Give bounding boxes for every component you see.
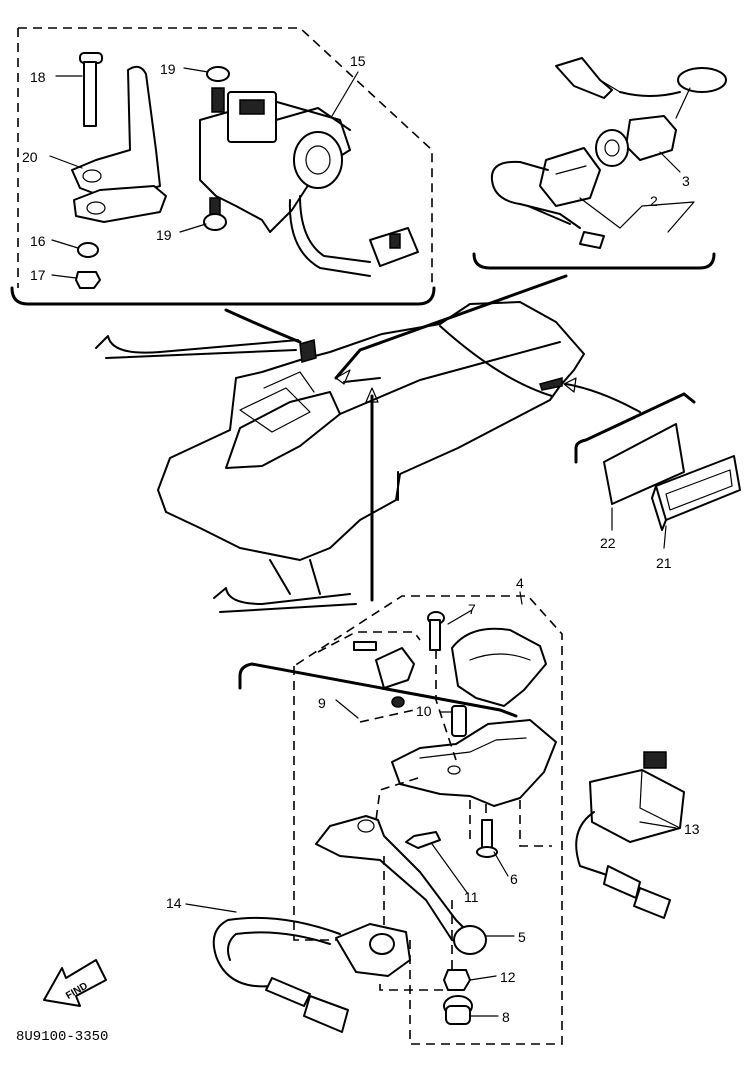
nut-12 [443, 969, 471, 991]
nut-17 [75, 271, 101, 289]
callout-6: 6 [510, 871, 518, 887]
bolt-7 [427, 611, 445, 651]
washer-16 [77, 242, 99, 258]
throttle-switch-group [10, 27, 436, 306]
sensor-13 [575, 751, 685, 919]
callout-17: 17 [30, 267, 46, 283]
throttle-switch-housing [199, 91, 419, 277]
bracket-20 [71, 65, 167, 223]
grommet-19-top [206, 66, 230, 113]
throttle-lever-group [185, 591, 685, 1045]
callout-11: 11 [464, 889, 479, 905]
callout-7: 7 [468, 601, 476, 617]
callout-3: 3 [682, 173, 690, 189]
snowmobile-body [95, 301, 585, 613]
routing-lines [224, 274, 641, 602]
screw-6 [476, 819, 498, 858]
callout-21: 21 [656, 555, 672, 571]
callout-8: 8 [502, 1009, 510, 1025]
callout-13: 13 [684, 821, 700, 837]
main-switch-group [472, 57, 727, 270]
throttle-sensor-14 [212, 916, 411, 1033]
bolt-11 [405, 831, 441, 849]
callout-9: 9 [318, 695, 326, 711]
throttle-housing [391, 719, 557, 807]
callout-22: 22 [600, 535, 616, 551]
callout-19-bottom: 19 [156, 227, 172, 243]
callout-12: 12 [500, 969, 516, 985]
callout-14: 14 [166, 895, 182, 911]
reflector-21 [651, 455, 741, 531]
grommet-19-bottom [203, 197, 227, 231]
decal-group [574, 392, 741, 549]
callout-2: 2 [650, 193, 658, 209]
callout-19-top: 19 [160, 61, 176, 77]
callout-4: 4 [516, 575, 524, 591]
decal-22 [603, 423, 685, 505]
callout-5: 5 [518, 929, 526, 945]
callout-16: 16 [30, 233, 46, 249]
cover-4 [451, 627, 547, 707]
bolt-18 [79, 52, 103, 127]
main-switch-2 [490, 115, 677, 249]
callout-15: 15 [350, 53, 366, 69]
callout-labels: 18 20 16 17 19 19 15 3 2 22 21 4 7 9 10 … [16, 53, 700, 1045]
callout-10: 10 [416, 703, 432, 719]
callout-18: 18 [30, 69, 46, 85]
lever-5 [315, 815, 487, 955]
spring-10 [451, 705, 467, 737]
switch-9 [317, 631, 421, 723]
find-arrow-icon: FIND [43, 959, 107, 1007]
cap-8 [443, 995, 473, 1025]
drawing-code: 8U9100-3350 [16, 1029, 108, 1045]
callout-20: 20 [22, 149, 38, 165]
emergency-lanyard-3 [555, 57, 727, 119]
